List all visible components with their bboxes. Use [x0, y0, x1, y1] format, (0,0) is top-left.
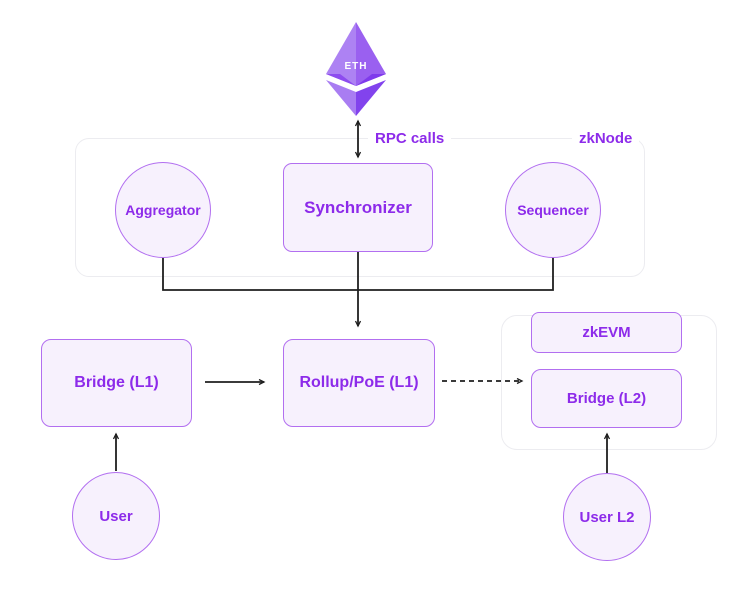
node-sequencer: Sequencer [505, 162, 601, 258]
synchronizer-label: Synchronizer [304, 197, 412, 217]
rollup-poe-l1-label: Rollup/PoE (L1) [299, 374, 419, 391]
bridge-l2-label: Bridge (L2) [566, 390, 647, 407]
user-label: User [99, 507, 133, 525]
node-rollup-poe-l1: Rollup/PoE (L1) [283, 339, 435, 427]
node-bridge-l1: Bridge (L1) [41, 339, 192, 427]
eth-label: ETH [344, 61, 368, 72]
sequencer-label: Sequencer [517, 202, 589, 218]
rpc-calls-label: RPC calls [368, 129, 452, 149]
eth-logo-icon: ETH [325, 22, 387, 116]
node-zkevm: zkEVM [531, 312, 682, 353]
user-l2-label: User L2 [579, 508, 635, 526]
node-user: User [72, 472, 160, 560]
node-user-l2: User L2 [563, 473, 651, 561]
zkevm-label: zkEVM [582, 324, 631, 341]
node-aggregator: Aggregator [115, 162, 211, 258]
node-bridge-l2: Bridge (L2) [531, 369, 682, 428]
bridge-l1-label: Bridge (L1) [74, 374, 159, 391]
node-synchronizer: Synchronizer [283, 163, 433, 252]
aggregator-label: Aggregator [125, 202, 201, 218]
zknode-label: zkNode [572, 129, 640, 149]
